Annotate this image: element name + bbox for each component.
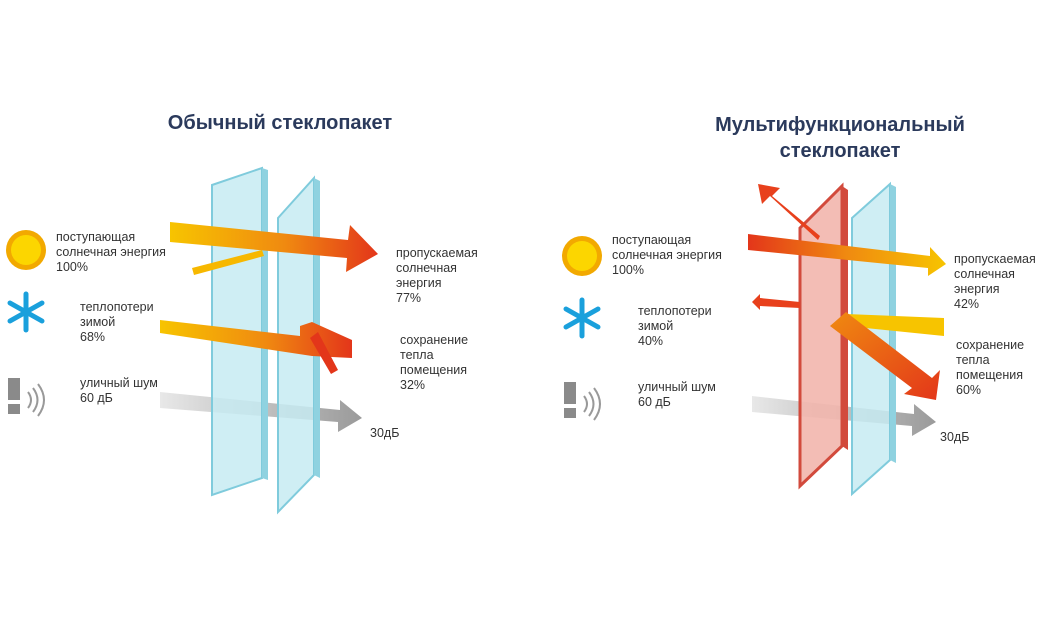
speaker-icon [8, 378, 45, 417]
right-heat-kept-label: сохранение тепла помещения 60% [956, 338, 1025, 397]
title-multifunctional-unit: Мультифункциональный стеклопакет [715, 114, 965, 162]
right-solar-out-label: пропускаемая солнечная энергия 42% [954, 252, 1036, 311]
right-solar-in-label: поступающая солнечная энергия 100% [612, 233, 722, 277]
right-solar-reflected-arrow [758, 184, 820, 240]
left-heat-arrow [160, 320, 352, 374]
left-noise-in-label: уличный шум 60 дБ [80, 376, 158, 405]
left-heat-kept-label: сохранение тепла помещения 32% [400, 333, 469, 392]
left-solar-out-label: пропускаемая солнечная энергия 77% [396, 246, 478, 305]
right-heat-arrow [752, 294, 944, 400]
sun-icon [6, 230, 46, 270]
snowflake-icon [563, 297, 601, 339]
left-solar-arrow [170, 222, 378, 275]
right-lowe-glass-pane [798, 182, 848, 490]
right-solar-arrow [748, 234, 946, 276]
left-noise-out-label: 30дБ [370, 426, 400, 440]
right-noise-out-label: 30дБ [940, 430, 970, 444]
right-heat-loss-label: теплопотери зимой 40% [638, 304, 712, 348]
left-heat-loss-label: теплопотери зимой 68% [80, 300, 154, 344]
left-solar-in-label: поступающая солнечная энергия 100% [56, 230, 166, 274]
snowflake-icon [7, 291, 45, 333]
sun-icon [562, 236, 602, 276]
right-noise-in-label: уличный шум 60 дБ [638, 380, 716, 409]
title-ordinary-unit: Обычный стеклопакет [167, 112, 393, 134]
speaker-icon [564, 382, 601, 421]
